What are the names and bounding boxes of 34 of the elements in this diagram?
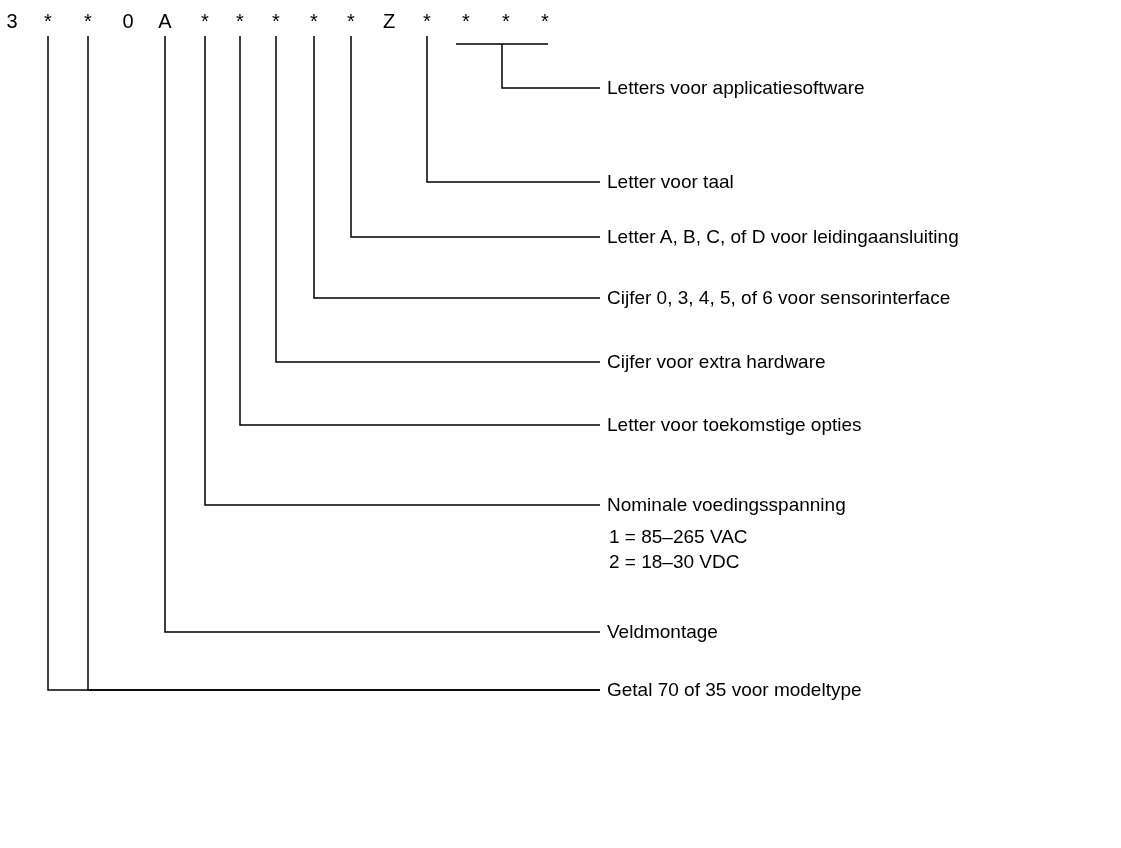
leader-line: [239, 35, 601, 426]
description-text: Letters voor applicatiesoftware: [607, 77, 865, 99]
value-note: 2 = 18–30 VDC: [609, 551, 741, 573]
description-text: Cijfer 0, 3, 4, 5, of 6 voor sensorinterface: [607, 287, 951, 309]
code-character: *: [541, 10, 549, 32]
code-character: *: [44, 10, 52, 32]
leader-line: [164, 35, 601, 633]
code-character: *: [502, 10, 510, 32]
description-text: Letter voor taal: [607, 171, 734, 193]
leader-line: [204, 35, 601, 506]
code-character: 3: [6, 10, 18, 32]
description-text: Cijfer voor extra hardware: [607, 351, 826, 373]
code-character: *: [347, 10, 355, 32]
code-character: A: [158, 10, 172, 32]
leader-line: [455, 43, 601, 89]
code-character: *: [84, 10, 92, 32]
code-character: *: [272, 10, 280, 32]
code-character: *: [423, 10, 431, 32]
code-character: Z: [382, 10, 396, 32]
leader-line: [313, 35, 601, 299]
leader-line: [426, 35, 601, 183]
code-character: *: [236, 10, 244, 32]
code-character: *: [462, 10, 470, 32]
code-character: *: [201, 10, 209, 32]
description-text: Letter A, B, C, of D voor leidingaansluiting: [607, 226, 959, 248]
code-character: *: [310, 10, 318, 32]
description-text: Letter voor toekomstige opties: [607, 414, 862, 436]
description-text: Getal 70 of 35 voor modeltype: [607, 679, 862, 701]
leader-line: [275, 35, 601, 363]
leader-line: [350, 35, 601, 238]
code-character: 0: [122, 10, 134, 32]
description-text: Nominale voedingsspanning: [607, 494, 846, 516]
value-note: 1 = 85–265 VAC: [609, 526, 749, 548]
description-text: Veldmontage: [607, 621, 718, 643]
